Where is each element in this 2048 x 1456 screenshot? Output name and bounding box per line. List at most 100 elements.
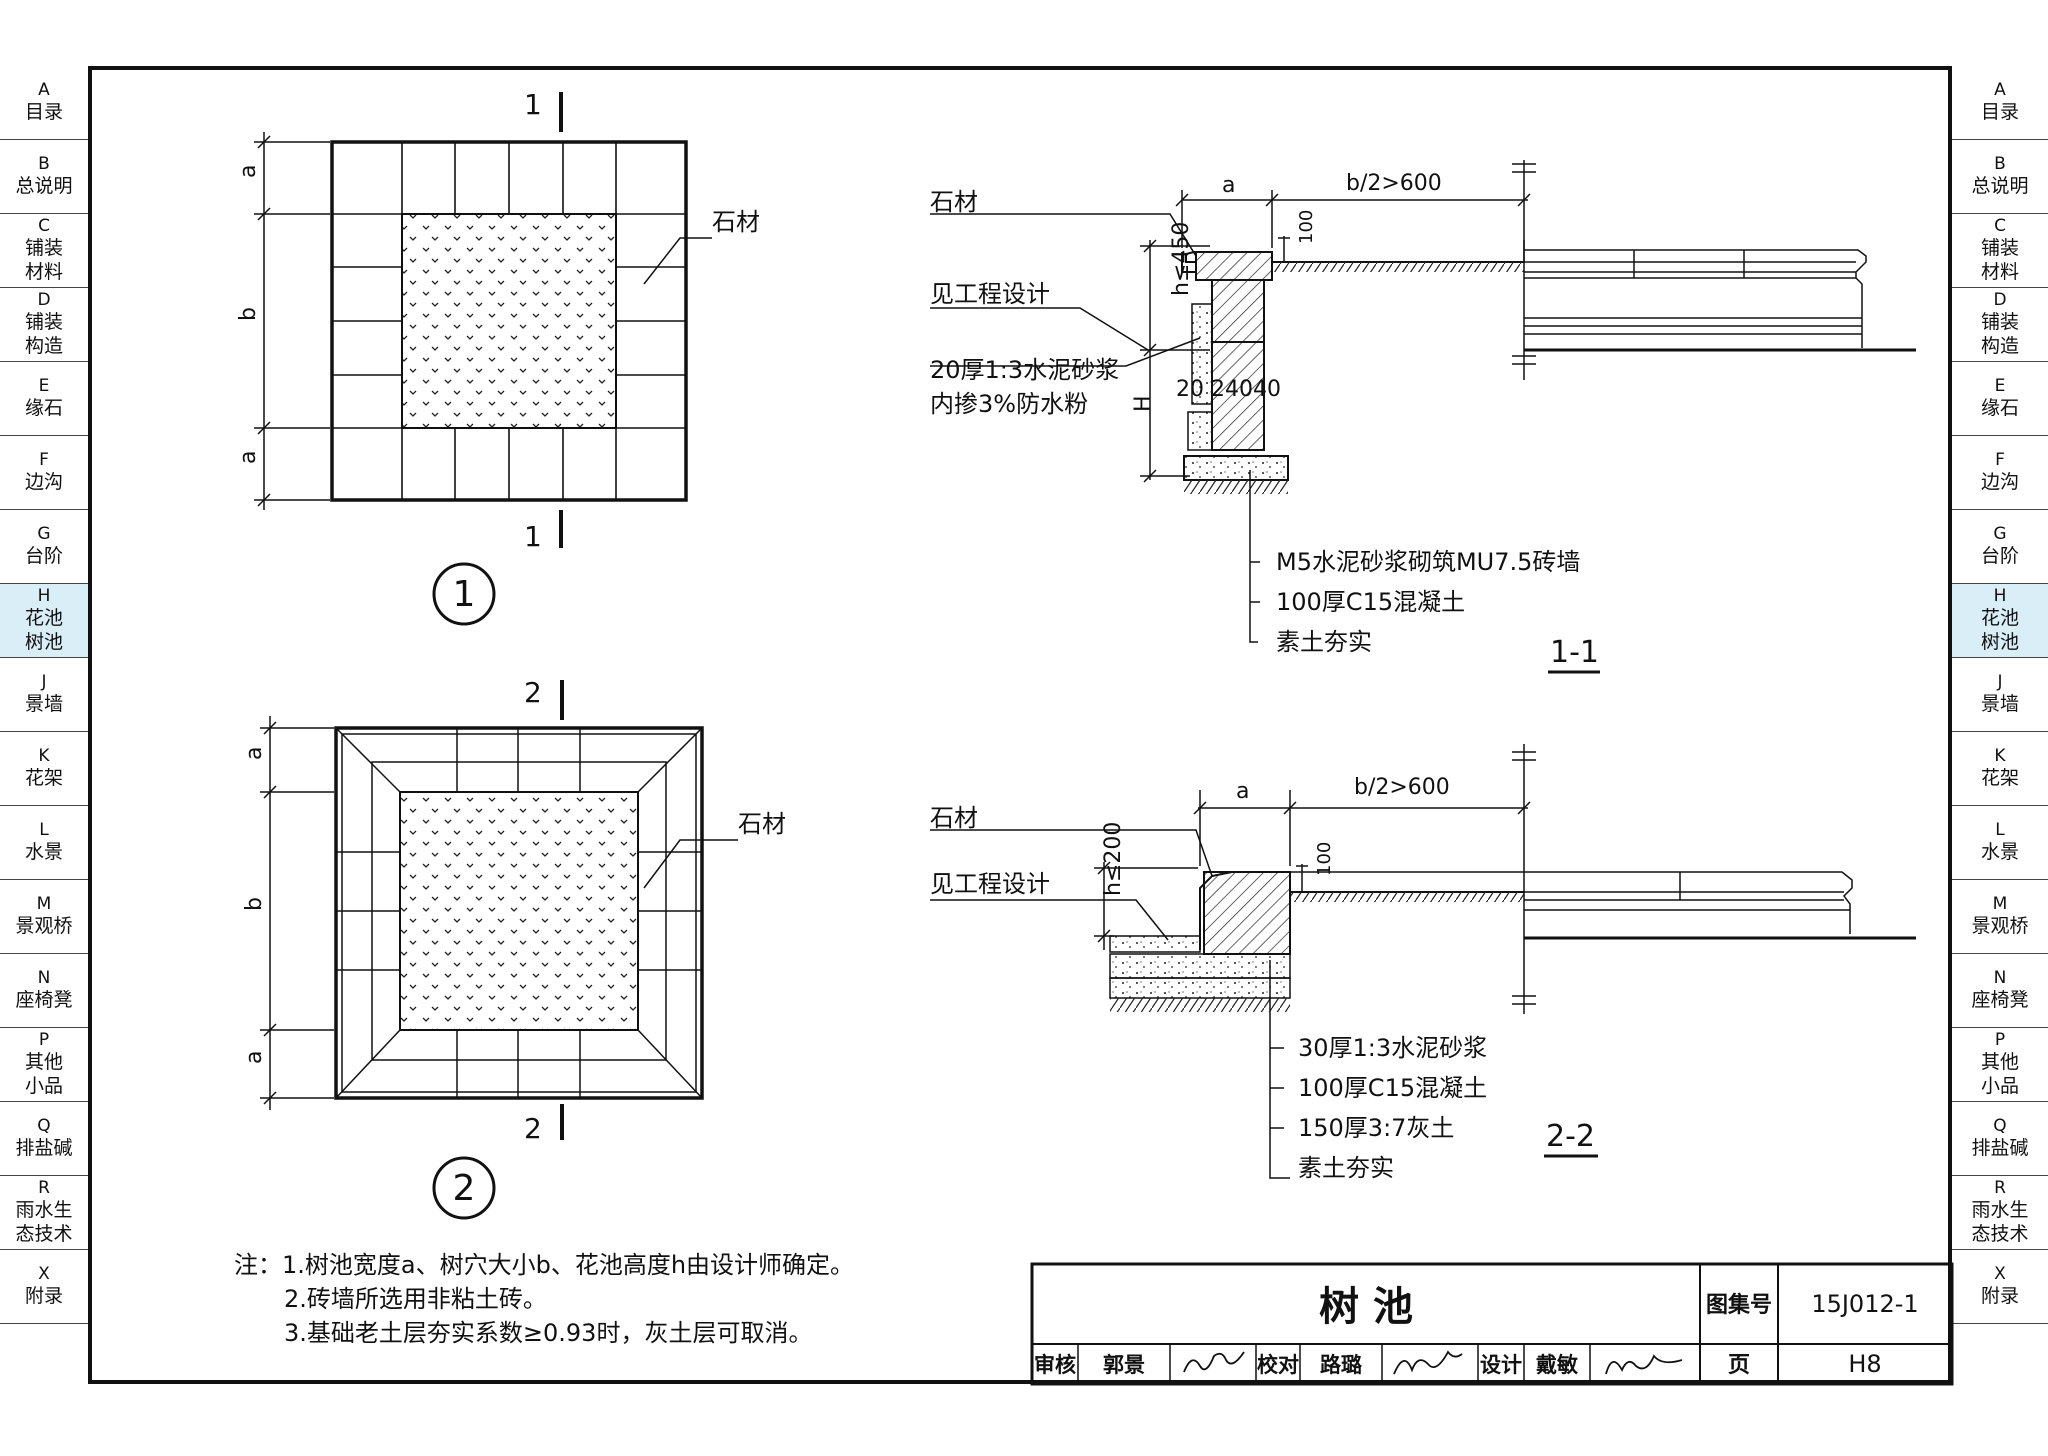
- sidebar-tab-label: 材料: [24, 261, 63, 283]
- sidebar-tab-label: 水景: [24, 841, 63, 863]
- sidebar-tab-code: H: [1993, 586, 2007, 606]
- sidebar-tab-code: L: [1995, 820, 2005, 840]
- sidebar-tab-label: 缘石: [24, 397, 63, 419]
- section1-see-design-label: 见工程设计: [930, 280, 1050, 308]
- review-label: 审核: [1034, 1353, 1076, 1377]
- sidebar-tab-code: E: [38, 376, 50, 396]
- sidebar-tab-label: 材料: [1980, 261, 2019, 283]
- sidebar-tab-label: 小品: [24, 1075, 63, 1097]
- sidebar-tab-code: J: [41, 672, 47, 692]
- reviewer-signature: [1183, 1351, 1245, 1373]
- note-1: 注：1.树池宽度a、树穴大小b、花池高度h由设计师确定。: [234, 1251, 855, 1279]
- title-block: 树 池 图集号 15J012-1 页 H8 审核 郭景 校对 路璐 设计 戴敏: [1030, 1262, 1954, 1386]
- reviewer-name: 郭景: [1103, 1353, 1145, 1377]
- section1-title: 1-1: [1550, 635, 1599, 670]
- note-3: 3.基础老土层夯实系数≥0.93时，灰土层可取消。: [284, 1319, 813, 1347]
- section2-title: 2-2: [1546, 1119, 1595, 1154]
- sidebar-tab-label: 景观桥: [1971, 915, 2029, 937]
- plan2-section-mark-top: 2: [524, 676, 542, 709]
- section-1-1: a b/2>600 h≤450 H 100 20 24040 石材 见工程设计 …: [930, 160, 1916, 674]
- plan2-dimension: [260, 716, 334, 1110]
- sidebar-tab-label: 树池: [24, 631, 63, 653]
- sidebar-tab-code: K: [1994, 746, 2006, 766]
- section1-dim-h: h≤450: [1169, 222, 1194, 296]
- sidebar-tab-code: Q: [37, 1116, 51, 1136]
- checker-name: 路璐: [1320, 1353, 1362, 1377]
- section2-layer-4: 素土夯实: [1298, 1154, 1394, 1182]
- sidebar-tab-code: M: [1992, 894, 2008, 914]
- plan2-dim-a-bottom: a: [242, 1051, 267, 1064]
- plan1-number-circle: [432, 562, 496, 626]
- sidebar-tab-label: 其他: [1980, 1051, 2019, 1073]
- sidebar-tab-label: 花架: [1980, 767, 2019, 789]
- sidebar-tab-label: 其他: [24, 1051, 63, 1073]
- sidebar-tab-label: 铺装: [24, 237, 63, 259]
- sidebar-tab-code: H: [37, 586, 51, 606]
- sidebar-tab-label: 小品: [1980, 1075, 2019, 1097]
- section1-layer-2: 100厚C15混凝土: [1276, 588, 1465, 616]
- plan1-dim-a-top: a: [236, 165, 261, 178]
- plan1-paving-grid: [332, 142, 686, 500]
- title-block-title: 树 池: [1319, 1284, 1413, 1330]
- sidebar-tab-code: D: [1993, 290, 2007, 310]
- sidebar-tab-code: B: [1994, 154, 2006, 174]
- section1-mortar-line1: 20厚1:3水泥砂浆: [930, 356, 1119, 384]
- sidebar-tab-code: F: [1995, 450, 2005, 470]
- sidebar-tab-label: 态技术: [1971, 1223, 2029, 1245]
- section1-dim-100: 100: [1296, 210, 1317, 244]
- plan2-tree-pit: [399, 791, 639, 1031]
- section1-footing: [1183, 455, 1289, 481]
- plan-1: a b a 1 1 石材 1: [236, 88, 760, 626]
- sidebar-tab-code: P: [38, 1030, 50, 1050]
- sidebar-tab-label: 排盐碱: [1971, 1137, 2029, 1159]
- atlas-label: 图集号: [1706, 1292, 1772, 1318]
- sidebar-tab-label: 附录: [24, 1285, 63, 1307]
- plan2-material-label: 石材: [738, 810, 786, 838]
- check-label: 校对: [1257, 1353, 1299, 1377]
- section2-dim-h: h≤200: [1101, 822, 1126, 896]
- plan2-number: 2: [453, 1168, 476, 1209]
- sidebar-tab-label: 树池: [1980, 631, 2019, 653]
- sidebar-tab-label: 构造: [24, 335, 63, 357]
- sidebar-tab-label: 总说明: [15, 175, 73, 197]
- sidebar-tab-label: 目录: [1980, 101, 2019, 123]
- sidebar-tab-label: 景墙: [1980, 693, 2019, 715]
- section1-layer-3: 素土夯实: [1276, 628, 1372, 656]
- atlas-number: 15J012-1: [1811, 1290, 1918, 1318]
- designer-name: 戴敏: [1536, 1353, 1578, 1377]
